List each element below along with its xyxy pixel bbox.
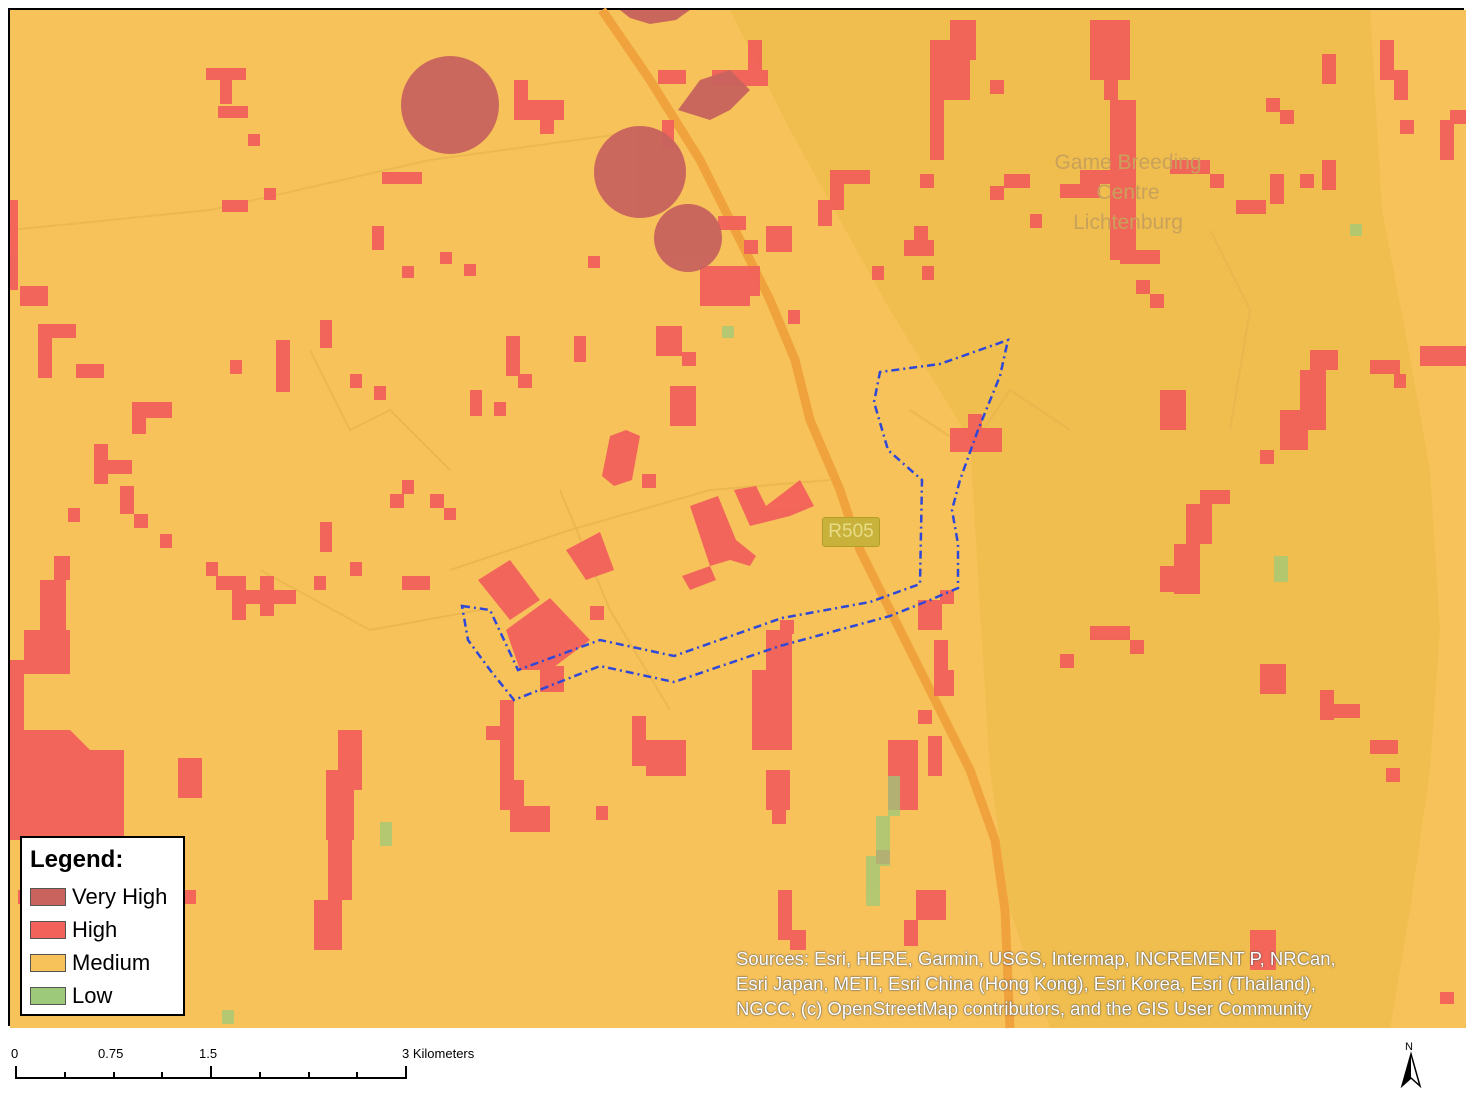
place-label-line-1: Game Breeding [1054,151,1202,174]
legend-title: Legend: [30,846,124,873]
legend-label-very-high: Very High [72,883,168,909]
attribution-line-2: Esri Japan, METI, Esri China (Hong Kong)… [736,973,1316,994]
very-high-risk-patches [401,10,750,272]
north-arrow-half-icon [1402,1054,1411,1086]
attribution-line-1: Sources: Esri, HERE, Garmin, USGS, Inter… [736,948,1336,969]
legend-label-high: High [72,916,118,942]
legend-item-medium: Medium [30,946,183,979]
scale-tick-label-3-km: 3 Kilometers [402,1046,475,1061]
legend-label-low: Low [72,982,113,1008]
legend-item-very-high: Very High [30,880,183,913]
scale-tick-label-0: 0 [11,1046,18,1061]
scale-tick-label-1-5: 1.5 [199,1046,217,1061]
place-label-line-2: Centre [1096,181,1160,204]
map-canvas[interactable] [9,7,1466,1029]
legend-swatch-high [30,920,66,939]
road-shield-r505: R505 [822,517,880,547]
place-label-game-breeding: Game Breeding Centre Lichtenburg [1018,148,1238,238]
legend-swatch-low [30,986,66,1005]
legend-swatch-medium [30,953,66,972]
legend: Legend: Very High High Medium Low [20,836,185,1016]
scale-bar: 0 0.75 1.5 3 Kilometers [11,1046,475,1079]
place-label-line-3: Lichtenburg [1073,211,1183,234]
high-risk-patches [10,20,1466,1004]
legend-swatch-very-high [30,887,66,906]
attribution-text: Sources: Esri, HERE, Garmin, USGS, Inter… [736,946,1456,1021]
map-frame[interactable]: Game Breeding Centre Lichtenburg R505 Le… [8,7,1466,1029]
legend-item-low: Low [30,979,183,1012]
legend-label-medium: Medium [72,949,151,975]
project-boundary[interactable] [460,338,1010,702]
basemap-lines [9,129,1252,711]
scale-bar-line [15,1066,407,1079]
scale-tick-label-0-75: 0.75 [98,1046,123,1061]
north-arrow-label: N [1405,1041,1413,1053]
low-risk-patches [222,224,1362,1024]
legend-item-high: High [30,913,183,946]
attribution-line-3: NGCC, (c) OpenStreetMap contributors, an… [736,998,1312,1019]
game-reserve-area [730,10,1440,1028]
north-arrow: N [1400,1041,1422,1089]
